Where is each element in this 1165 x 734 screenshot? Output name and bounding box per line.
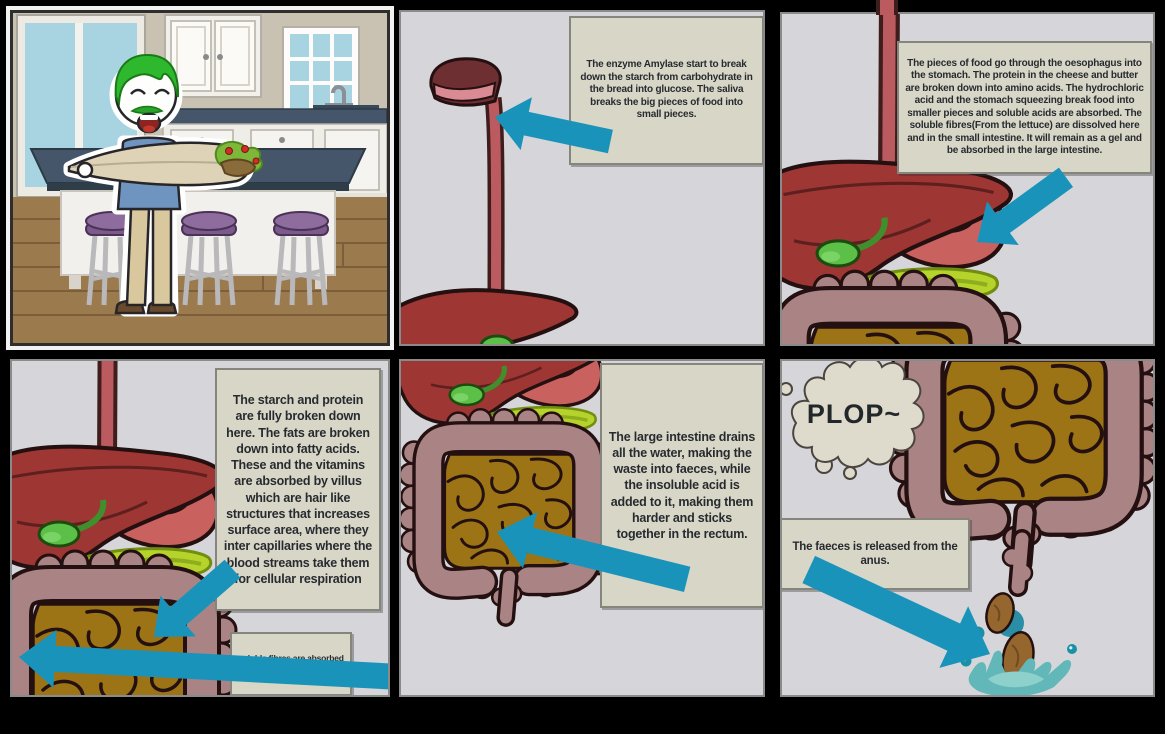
panel-6-faeces: PLOP~ The faeces is released from the an… — [780, 359, 1155, 697]
upper-cabinet — [164, 14, 262, 98]
caption-box: The faeces is released from the anus. — [782, 518, 970, 590]
wrap-food — [67, 141, 263, 187]
panel-2-oesophagus: The enzyme Amylase start to break down t… — [399, 10, 765, 346]
caption-text: The starch and protein are fully broken … — [223, 393, 373, 586]
caption-box-small: soluble fibres are absorbed with the liq… — [230, 632, 352, 695]
caption-box: The large intestine drains all the water… — [600, 363, 763, 608]
panel-1-kitchen-scene — [10, 10, 390, 346]
panel-4-small-intestine: The starch and protein are fully broken … — [10, 359, 390, 697]
caption-text: soluble fibres are absorbed with the liq… — [238, 653, 344, 674]
caption-text: The faeces is released from the anus. — [792, 540, 958, 567]
bar-stools — [85, 211, 329, 306]
kitchen-scene-illustration — [13, 13, 387, 343]
caption-text: The enzyme Amylase start to break down t… — [580, 59, 753, 121]
panel-3-stomach: The pieces of food go through the oesoph… — [780, 12, 1155, 346]
plop-sfx-text: PLOP~ — [807, 399, 901, 429]
caption-box: The enzyme Amylase start to break down t… — [569, 16, 763, 165]
caption-box: The pieces of food go through the oesoph… — [897, 41, 1152, 174]
caption-box: The starch and protein are fully broken … — [215, 368, 381, 611]
oesophagus-illustration — [401, 57, 579, 344]
panel-5-large-intestine: The large intestine drains all the water… — [399, 359, 765, 697]
oesophagus-tube-overflow — [876, 0, 898, 15]
caption-text: The large intestine drains all the water… — [608, 429, 756, 542]
kitchen-window — [277, 26, 365, 123]
man-eating-wrap — [63, 53, 263, 317]
plop-speech-bubble: PLOP~ — [782, 361, 925, 480]
caption-text: The pieces of food go through the oesoph… — [905, 57, 1144, 157]
